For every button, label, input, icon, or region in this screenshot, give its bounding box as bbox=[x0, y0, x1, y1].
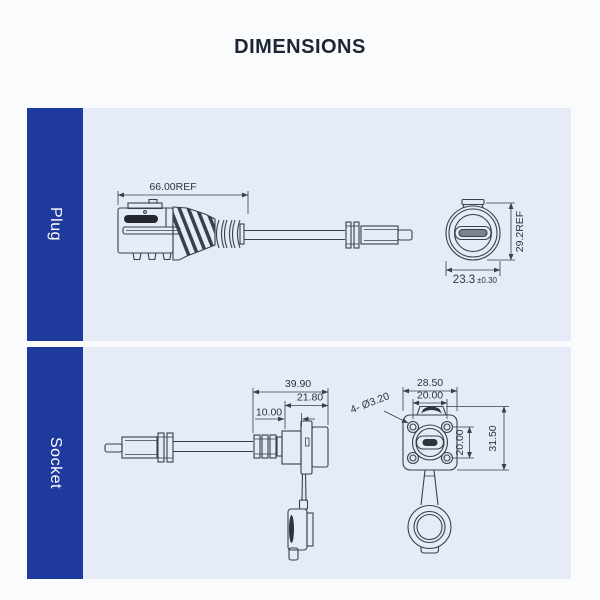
socket-drawing-area: 39.90 21.80 10.00 bbox=[83, 347, 571, 579]
page-title: DIMENSIONS bbox=[234, 36, 366, 58]
plug-side-view bbox=[117, 198, 413, 261]
plug-dim-width-tolerance: ±0.30 bbox=[477, 276, 498, 285]
plug-dim-width-lines bbox=[445, 261, 501, 276]
socket-section: Socket bbox=[27, 347, 571, 579]
socket-front-view bbox=[402, 405, 458, 554]
socket-label: Socket bbox=[47, 437, 64, 489]
plug-section: Plug bbox=[27, 108, 571, 341]
socket-technical-drawing: 39.90 21.80 10.00 bbox=[104, 377, 509, 561]
socket-dim-front-length: 10.00 bbox=[256, 407, 282, 419]
socket-dim-hole-note: 4- Ø3.20 bbox=[349, 390, 392, 416]
plug-dim-height: 29.2REF bbox=[514, 211, 526, 252]
plug-label: Plug bbox=[47, 207, 64, 242]
socket-dim-hole-spacing-h-lines bbox=[412, 399, 448, 419]
plug-dim-height-lines bbox=[486, 202, 515, 261]
socket-dim-body-length-lines bbox=[284, 401, 329, 429]
socket-side-view bbox=[104, 420, 329, 561]
plug-dim-length: 66.00REF bbox=[149, 181, 196, 193]
socket-dim-body-length: 21.80 bbox=[297, 392, 323, 404]
socket-dim-flange-width-lines bbox=[402, 387, 458, 411]
socket-dim-hole-spacing-h: 20.00 bbox=[417, 390, 443, 402]
socket-dim-flange-height-lines bbox=[446, 406, 509, 471]
plug-label-bar: Plug bbox=[27, 108, 83, 341]
socket-dim-flange-height: 31.50 bbox=[487, 425, 499, 451]
plug-drawing-area: 66.00REF 29.2RE bbox=[83, 108, 571, 341]
plug-technical-drawing: 66.00REF 29.2RE bbox=[117, 181, 526, 286]
plug-dim-length-lines bbox=[117, 191, 249, 214]
plug-front-view bbox=[445, 198, 501, 261]
socket-dim-flange-width: 28.50 bbox=[417, 377, 443, 389]
plug-dim-width: 23.3 bbox=[453, 274, 475, 286]
socket-dim-hole-note-lines bbox=[383, 410, 409, 424]
socket-dim-front-length-lines bbox=[255, 413, 315, 427]
socket-label-bar: Socket bbox=[27, 347, 83, 579]
socket-dim-hole-spacing-v-lines bbox=[453, 426, 474, 459]
socket-dim-hole-spacing-v: 20.00 bbox=[454, 429, 466, 455]
socket-dim-total-length: 39.90 bbox=[285, 378, 311, 390]
